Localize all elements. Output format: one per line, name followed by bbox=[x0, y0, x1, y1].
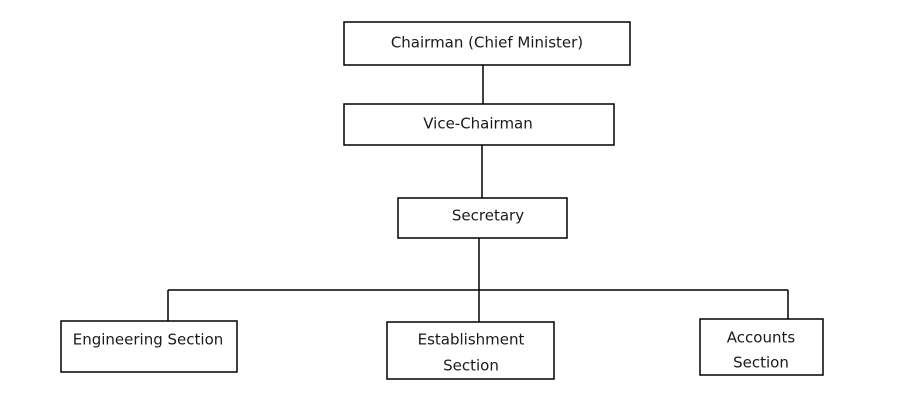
node-vice-chairman: Vice-Chairman bbox=[343, 103, 615, 146]
node-establishment-box bbox=[386, 321, 555, 380]
node-vice-chairman-box bbox=[343, 103, 615, 146]
node-chairman: Chairman (Chief Minister) bbox=[343, 21, 631, 66]
node-accounts-line2: Section bbox=[733, 354, 789, 372]
node-chairman-label: Chairman (Chief Minister) bbox=[391, 34, 583, 52]
node-vice-chairman-label: Vice-Chairman bbox=[423, 115, 533, 133]
node-engineering: Engineering Section bbox=[60, 320, 238, 373]
node-secretary-label: Secretary bbox=[452, 207, 524, 225]
node-engineering-label: Engineering Section bbox=[73, 331, 224, 349]
node-engineering-box bbox=[60, 320, 238, 373]
node-establishment-line2: Section bbox=[443, 357, 499, 375]
node-secretary: Secretary bbox=[397, 197, 568, 239]
node-chairman-box bbox=[343, 21, 631, 66]
node-accounts: Accounts Section bbox=[699, 318, 824, 376]
node-accounts-box bbox=[699, 318, 824, 376]
node-secretary-box bbox=[397, 197, 568, 239]
node-establishment-line1: Establishment bbox=[418, 331, 525, 349]
node-establishment: Establishment Section bbox=[386, 321, 555, 380]
node-accounts-line1: Accounts bbox=[727, 329, 796, 347]
